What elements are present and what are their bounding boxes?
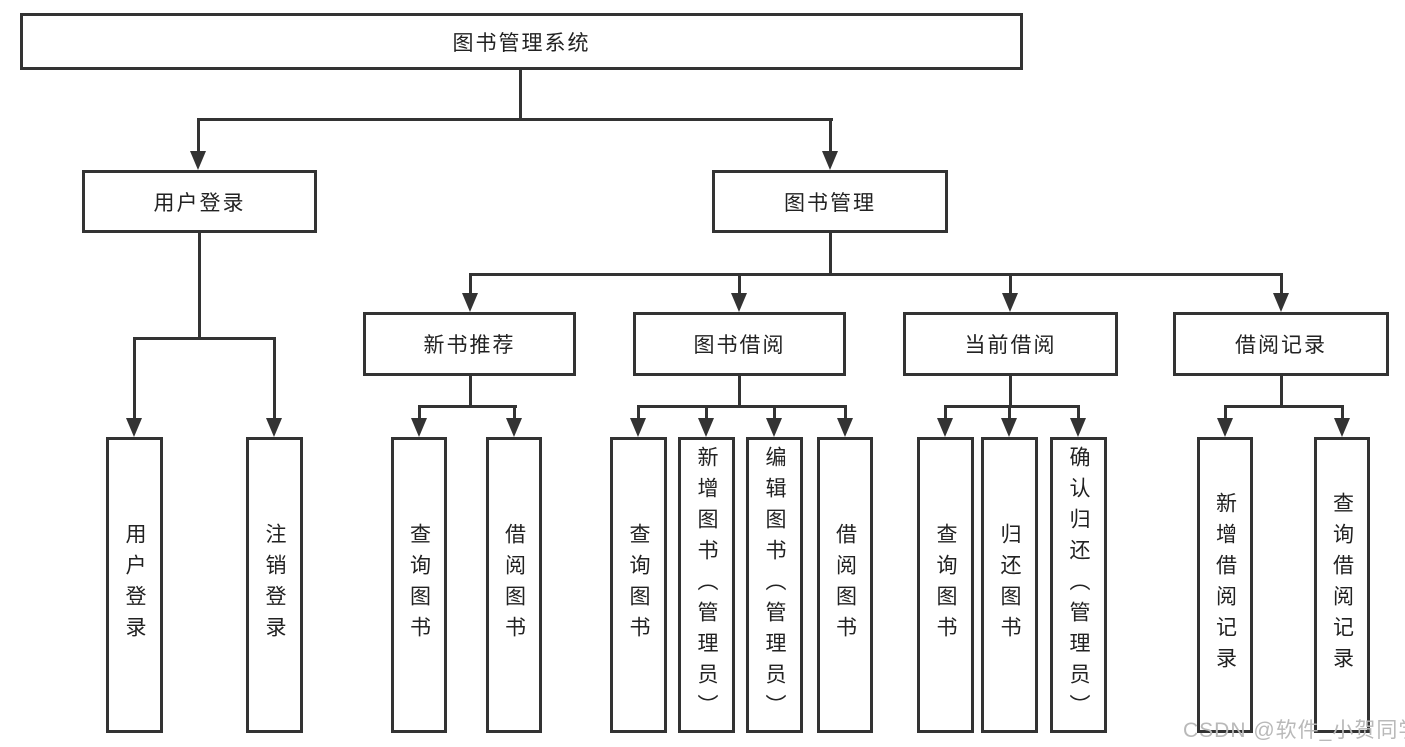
connector-line bbox=[738, 375, 741, 406]
leaf-borrow-books-recommend: 借阅图书 bbox=[486, 437, 542, 733]
arrow-down-icon bbox=[266, 418, 282, 437]
node-label: 用户登录 bbox=[123, 523, 146, 647]
node-root-library-management-system: 图书管理系统 bbox=[20, 13, 1023, 70]
leaf-user-login: 用户登录 bbox=[106, 437, 163, 733]
node-user-login: 用户登录 bbox=[82, 170, 317, 233]
connector-line bbox=[198, 233, 201, 337]
node-label: 借阅记录 bbox=[1235, 334, 1327, 357]
arrow-down-icon bbox=[731, 293, 747, 312]
arrow-down-icon bbox=[506, 418, 522, 437]
node-new-book-recommendation: 新书推荐 bbox=[363, 312, 576, 376]
node-label: 查询图书 bbox=[627, 523, 650, 647]
arrow-down-icon bbox=[630, 418, 646, 437]
connector-line bbox=[519, 70, 522, 118]
node-label: 确认归还（管理员） bbox=[1067, 445, 1090, 725]
leaf-borrow-books-borrowing: 借阅图书 bbox=[817, 437, 873, 733]
node-book-management: 图书管理 bbox=[712, 170, 948, 233]
arrow-down-icon bbox=[1334, 418, 1350, 437]
node-label: 借阅图书 bbox=[833, 523, 857, 647]
connector-line bbox=[1280, 375, 1283, 406]
arrow-down-icon bbox=[126, 418, 142, 437]
arrow-down-icon bbox=[462, 293, 478, 312]
arrow-down-icon bbox=[1273, 293, 1289, 312]
connector-line bbox=[705, 405, 708, 419]
connector-line bbox=[1224, 405, 1227, 419]
arrow-down-icon bbox=[1002, 293, 1018, 312]
connector-line bbox=[1280, 273, 1283, 294]
connector-line bbox=[1077, 405, 1080, 419]
connector-line bbox=[944, 405, 1080, 408]
leaf-confirm-return-admin: 确认归还（管理员） bbox=[1050, 437, 1107, 733]
connector-line bbox=[273, 337, 276, 419]
node-book-borrowing: 图书借阅 bbox=[633, 312, 846, 376]
node-label: 查询借阅记录 bbox=[1330, 492, 1354, 678]
connector-line bbox=[513, 405, 516, 419]
connector-line bbox=[1341, 405, 1344, 419]
leaf-query-books-borrowing: 查询图书 bbox=[610, 437, 667, 733]
node-label: 编辑图书（管理员） bbox=[763, 445, 786, 725]
connector-line bbox=[738, 273, 741, 294]
connector-line bbox=[829, 118, 832, 152]
connector-line bbox=[1009, 375, 1012, 406]
arrow-down-icon bbox=[411, 418, 427, 437]
node-label: 新书推荐 bbox=[423, 334, 516, 357]
connector-line bbox=[1224, 405, 1344, 408]
connector-line bbox=[469, 273, 472, 294]
node-label: 新增借阅记录 bbox=[1213, 492, 1237, 678]
leaf-return-books: 归还图书 bbox=[981, 437, 1038, 733]
node-label: 图书管理系统 bbox=[452, 31, 591, 55]
connector-line bbox=[133, 337, 276, 340]
node-label: 查询图书 bbox=[407, 523, 431, 647]
connector-line bbox=[637, 405, 640, 419]
connector-line bbox=[844, 405, 847, 419]
node-label: 查询图书 bbox=[934, 523, 957, 647]
arrow-down-icon bbox=[1217, 418, 1233, 437]
arrow-down-icon bbox=[937, 418, 953, 437]
node-label: 新增图书（管理员） bbox=[695, 445, 718, 725]
leaf-edit-books-admin: 编辑图书（管理员） bbox=[746, 437, 803, 733]
leaf-query-books-recommend: 查询图书 bbox=[391, 437, 447, 733]
connector-line bbox=[469, 375, 472, 406]
arrow-down-icon bbox=[822, 151, 838, 170]
node-label: 用户登录 bbox=[153, 191, 246, 215]
arrow-down-icon bbox=[1070, 418, 1086, 437]
node-label: 图书借阅 bbox=[693, 334, 786, 357]
connector-line bbox=[1008, 405, 1011, 419]
connector-line bbox=[133, 337, 136, 419]
arrow-down-icon bbox=[1001, 418, 1017, 437]
connector-line bbox=[418, 405, 517, 408]
arrow-down-icon bbox=[190, 151, 206, 170]
connector-line bbox=[637, 405, 847, 408]
leaf-query-borrow-record: 查询借阅记录 bbox=[1314, 437, 1370, 733]
node-label: 借阅图书 bbox=[502, 523, 526, 647]
leaf-logout: 注销登录 bbox=[246, 437, 303, 733]
csdn-watermark: CSDN @软件_小贺同学 bbox=[1183, 719, 1405, 742]
connector-line bbox=[197, 118, 200, 152]
connector-line bbox=[773, 405, 776, 419]
arrow-down-icon bbox=[698, 418, 714, 437]
connector-line bbox=[944, 405, 947, 419]
connector-line bbox=[1009, 273, 1012, 294]
node-label: 图书管理 bbox=[784, 191, 876, 215]
node-label: 注销登录 bbox=[263, 523, 286, 647]
node-label: 归还图书 bbox=[998, 523, 1021, 647]
leaf-add-books-admin: 新增图书（管理员） bbox=[678, 437, 735, 733]
connector-line bbox=[418, 405, 421, 419]
connector-line bbox=[469, 273, 1283, 276]
node-borrowing-records: 借阅记录 bbox=[1173, 312, 1389, 376]
connector-line bbox=[829, 233, 832, 273]
arrow-down-icon bbox=[837, 418, 853, 437]
node-label: 当前借阅 bbox=[964, 334, 1057, 357]
leaf-query-books-current: 查询图书 bbox=[917, 437, 974, 733]
leaf-add-borrow-record: 新增借阅记录 bbox=[1197, 437, 1253, 733]
arrow-down-icon bbox=[766, 418, 782, 437]
connector-line bbox=[197, 118, 833, 121]
node-current-borrowing: 当前借阅 bbox=[903, 312, 1118, 376]
